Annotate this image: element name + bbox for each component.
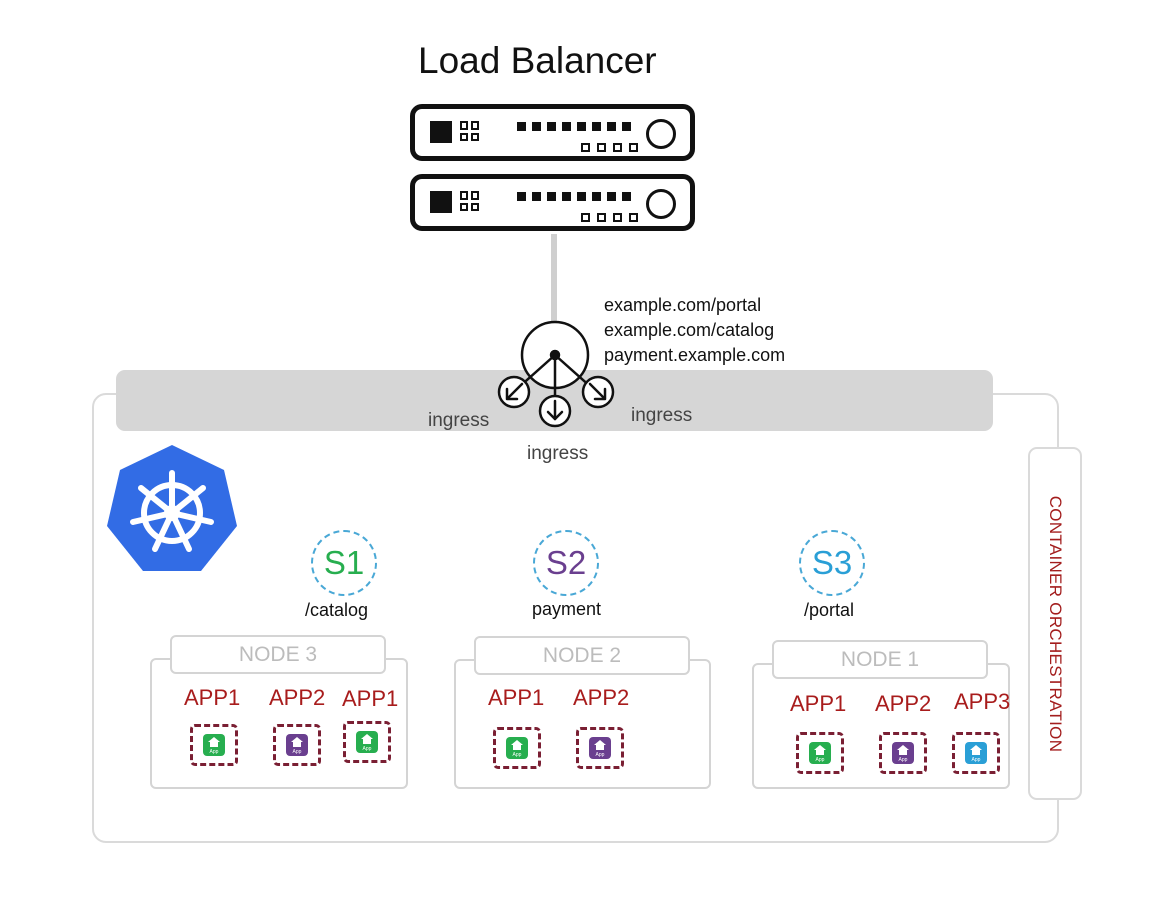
- app-label: APP3: [954, 689, 1011, 714]
- server-rack-icon: [410, 104, 695, 161]
- url-portal: example.com/portal: [604, 295, 762, 315]
- node-1-label: NODE 1: [772, 640, 988, 679]
- app-label: APP1: [184, 685, 241, 710]
- node-3-label: NODE 3: [170, 635, 386, 674]
- app-icon: App: [506, 737, 528, 759]
- app-icon: App: [892, 742, 914, 764]
- service-s3-path: /portal: [804, 600, 855, 620]
- pod-container: App: [273, 724, 321, 766]
- service-s2-label: S2: [545, 544, 587, 581]
- app-label: APP2: [573, 685, 630, 710]
- ingress-label-right: ingress: [631, 405, 693, 426]
- container-orchestration-panel: CONTAINER ORCHESTRATION: [1028, 447, 1082, 800]
- service-s2-path: payment: [532, 599, 602, 619]
- service-s1-path: /catalog: [305, 600, 369, 620]
- app-icon: App: [286, 734, 308, 756]
- app-icon: App: [965, 742, 987, 764]
- service-s3: S3: [799, 530, 865, 596]
- app-icon: App: [589, 737, 611, 759]
- pod-container: App: [952, 732, 1000, 774]
- app-label: APP1: [488, 685, 545, 710]
- network-cable: [551, 234, 557, 324]
- service-s3-label: S3: [811, 544, 853, 581]
- ingress-router-icon: [497, 320, 615, 428]
- pod-container: App: [493, 727, 541, 769]
- ingress-label-center: ingress: [527, 443, 589, 464]
- pod-container: App: [576, 727, 624, 769]
- server-rack-icon: [410, 174, 695, 231]
- app-icon: App: [809, 742, 831, 764]
- ingress-label-left: ingress: [428, 410, 490, 431]
- pod-container: App: [190, 724, 238, 766]
- node-2-box: [454, 659, 711, 789]
- app-label: APP2: [269, 685, 326, 710]
- app-icon: App: [203, 734, 225, 756]
- app-label: APP1: [790, 691, 847, 716]
- node-2-label: NODE 2: [474, 636, 690, 675]
- url-catalog: example.com/catalog: [604, 320, 775, 340]
- app-label: APP2: [875, 691, 932, 716]
- pod-container: App: [879, 732, 927, 774]
- container-orchestration-label: CONTAINER ORCHESTRATION: [1046, 495, 1065, 752]
- service-s1: S1: [311, 530, 377, 596]
- service-s2: S2: [533, 530, 599, 596]
- kubernetes-logo-icon: [107, 445, 237, 571]
- pod-container: App: [343, 721, 391, 763]
- app-icon: App: [356, 731, 378, 753]
- service-s1-label: S1: [323, 544, 365, 581]
- url-payment: payment.example.com: [604, 345, 786, 365]
- app-label: APP1: [342, 686, 399, 711]
- load-balancer-title: Load Balancer: [418, 40, 657, 81]
- pod-container: App: [796, 732, 844, 774]
